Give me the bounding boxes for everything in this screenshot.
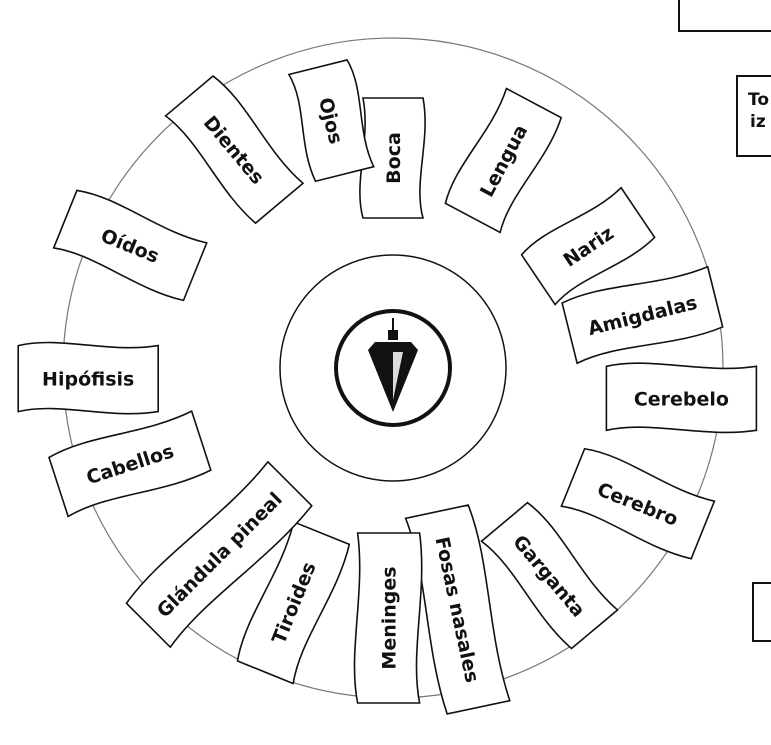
- petal-shape: [480, 501, 619, 650]
- petal-label: Boca: [383, 132, 405, 184]
- petal-shape: [605, 362, 758, 434]
- petal: Lengua: [444, 87, 563, 234]
- petal-shape: [560, 447, 716, 560]
- petal-label: Hipófisis: [42, 369, 134, 391]
- petal: Fosas nasales: [404, 504, 511, 715]
- petal-label: Cerebelo: [634, 388, 729, 410]
- petal-shape: [125, 460, 313, 649]
- side-note-box: [736, 75, 771, 157]
- petal: Garganta: [480, 501, 619, 650]
- petal-shape: [353, 532, 423, 704]
- petal-shape: [17, 341, 159, 415]
- petal: Ojos: [287, 59, 375, 183]
- petal: Meninges: [353, 532, 423, 704]
- petal-shape: [561, 265, 724, 365]
- top-right-box: [678, 0, 771, 32]
- petal: Hipófisis: [17, 341, 159, 415]
- petal: Dientes: [164, 75, 305, 225]
- side-note-line1: To: [748, 90, 770, 110]
- petals: Boca LenguaNarizAmigdalasCerebeloCerebroG…: [17, 59, 758, 715]
- petal: Nariz: [520, 186, 656, 306]
- petal-shape: [444, 87, 563, 234]
- petal-shape: [359, 97, 426, 219]
- pendulum-icon: [368, 318, 418, 412]
- petal: Cerebro: [560, 447, 716, 560]
- petal-shape: [236, 520, 351, 685]
- petal: Cabellos: [48, 410, 212, 518]
- petal: Cerebelo: [605, 362, 758, 434]
- side-note-line2: iz: [750, 112, 766, 132]
- petal-shape: [164, 75, 305, 225]
- petal-label: Meninges: [379, 566, 401, 669]
- bottom-right-box: [752, 582, 771, 642]
- petal-shape: [48, 410, 212, 518]
- petal: Oídos: [52, 189, 208, 302]
- petal-shape: [287, 59, 375, 183]
- petal-shape: [52, 189, 208, 302]
- petal-shape: [520, 186, 656, 306]
- petal: Tiroides: [236, 520, 351, 685]
- petal: Amigdalas: [561, 265, 724, 365]
- petal: Boca: [359, 97, 426, 219]
